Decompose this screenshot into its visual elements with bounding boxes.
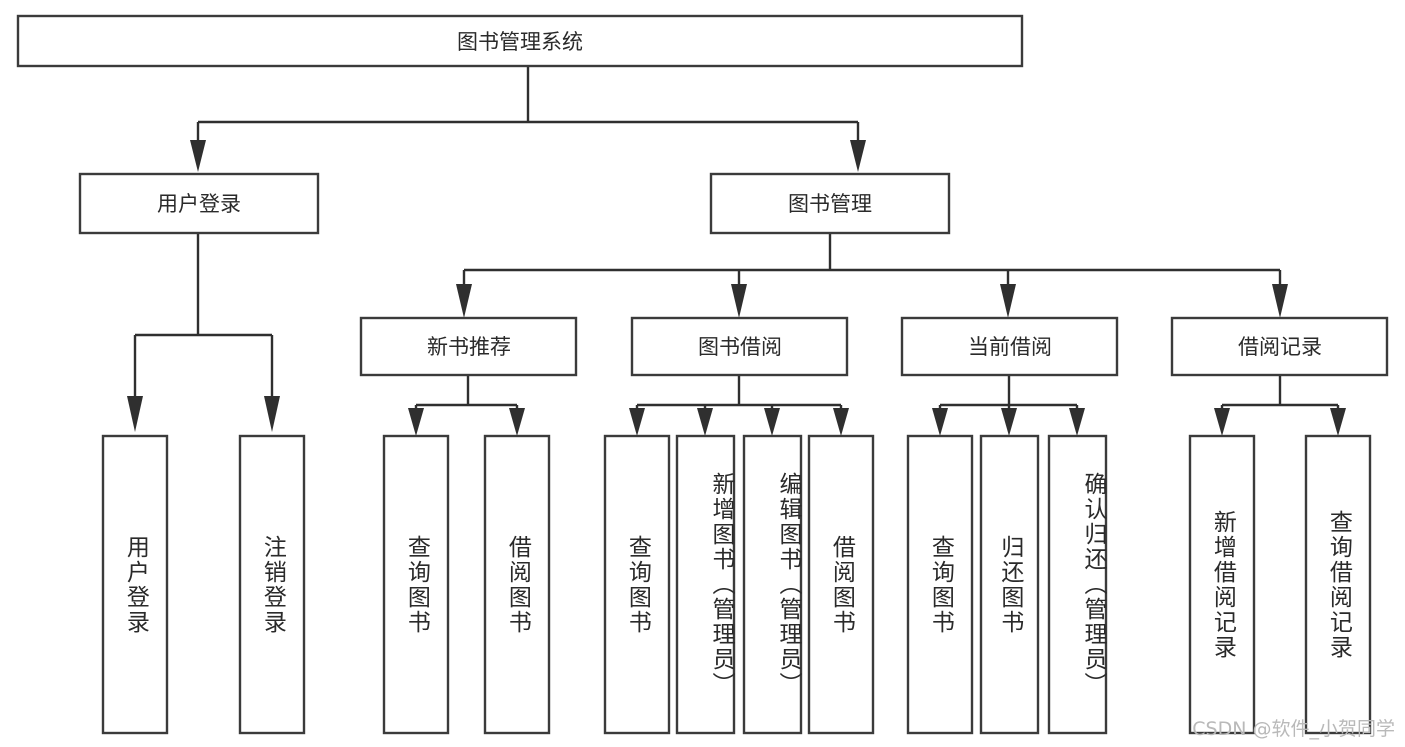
- node-leaf-confirm-return[interactable]: [1047, 434, 1108, 735]
- node-book-manage[interactable]: 图书管理: [709, 172, 951, 235]
- node-book-borrow[interactable]: 图书借阅: [630, 316, 849, 377]
- node-borrow-record[interactable]: 借阅记录: [1170, 316, 1389, 377]
- node-book-borrow-label: 图书借阅: [698, 335, 782, 359]
- connector-user-login-to-leaves: [127, 233, 280, 432]
- connector-current-borrow-to-leaves: [932, 375, 1085, 436]
- node-book-manage-label: 图书管理: [788, 192, 872, 216]
- connector-borrow-record-to-leaves: [1214, 375, 1346, 436]
- connector-root-to-level1: [190, 66, 866, 172]
- node-borrow-record-label: 借阅记录: [1238, 335, 1322, 359]
- connector-new-book-recommend-to-leaves: [408, 375, 525, 436]
- node-leaf-logout-login[interactable]: [238, 434, 306, 735]
- node-leaf-add-book[interactable]: [675, 434, 736, 735]
- node-leaf-user-login[interactable]: [101, 434, 169, 735]
- node-user-login[interactable]: 用户登录: [78, 172, 320, 235]
- node-leaf-query-book-1[interactable]: [382, 434, 450, 735]
- node-new-book-recommend-label: 新书推荐: [427, 335, 511, 359]
- node-leaf-borrow-book-2[interactable]: [807, 434, 875, 735]
- node-leaf-query-record[interactable]: [1304, 434, 1372, 735]
- node-current-borrow-label: 当前借阅: [968, 335, 1052, 359]
- connector-book-borrow-to-leaves: [629, 375, 849, 436]
- node-root-label: 图书管理系统: [457, 30, 583, 54]
- csdn-watermark: CSDN @软件_小贺同学: [1192, 718, 1395, 740]
- node-leaf-query-book-2[interactable]: [603, 434, 671, 735]
- node-leaf-add-record[interactable]: [1188, 434, 1256, 735]
- connector-book-manage-to-level2: [456, 233, 1288, 318]
- node-user-login-label: 用户登录: [157, 192, 241, 216]
- node-leaf-borrow-book-1[interactable]: [483, 434, 551, 735]
- node-root[interactable]: 图书管理系统: [16, 14, 1024, 68]
- node-leaf-query-book-3[interactable]: [906, 434, 974, 735]
- node-current-borrow[interactable]: 当前借阅: [900, 316, 1119, 377]
- node-leaf-edit-book[interactable]: [742, 434, 803, 735]
- node-leaf-return-book[interactable]: [979, 434, 1040, 735]
- node-new-book-recommend[interactable]: 新书推荐: [359, 316, 578, 377]
